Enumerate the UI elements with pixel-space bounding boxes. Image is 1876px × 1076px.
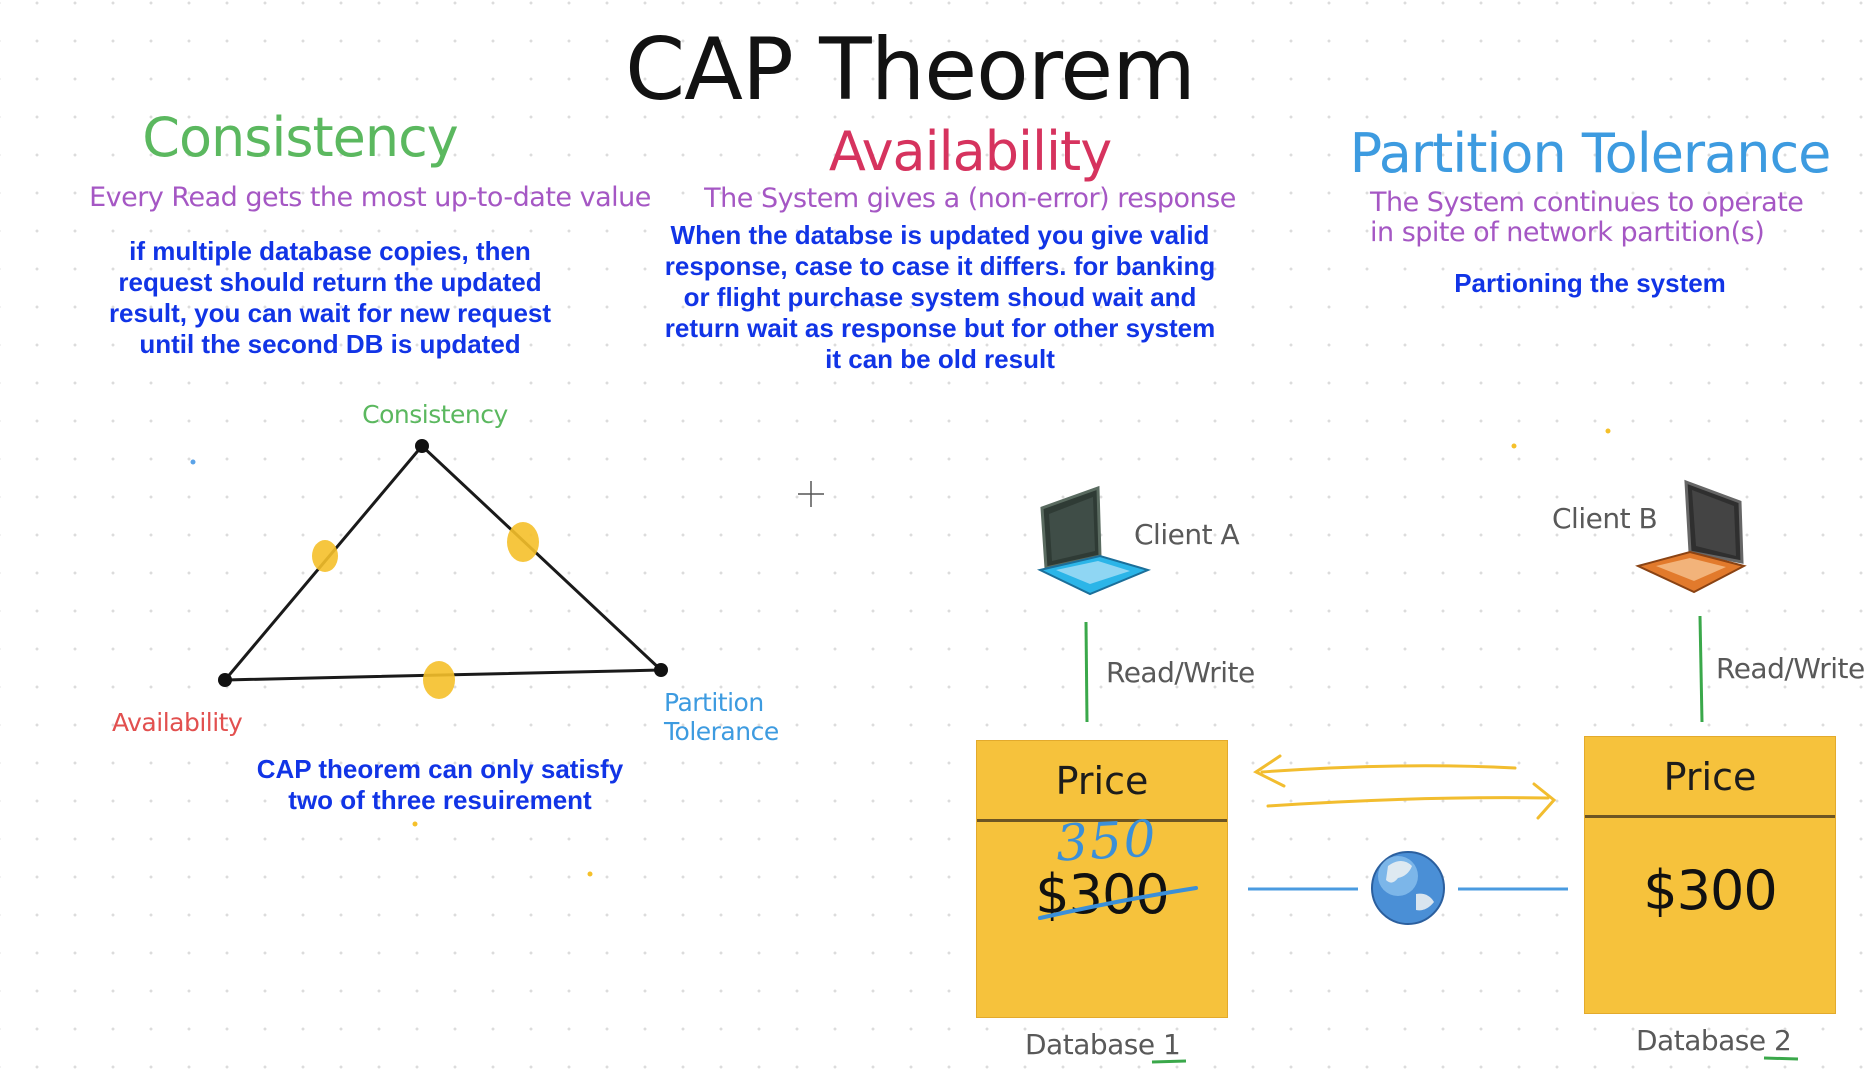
triangle-label-partition-line-2: Tolerance bbox=[664, 717, 779, 746]
highlight-dot-cp bbox=[507, 522, 539, 562]
database-2-price-header: Price bbox=[1585, 737, 1835, 818]
client-b-laptop-icon bbox=[1635, 479, 1747, 594]
read-write-label-a: Read/Write bbox=[1106, 656, 1255, 689]
sync-arrows bbox=[1253, 754, 1557, 820]
client-a-laptop-icon bbox=[1037, 485, 1152, 596]
database-2-price-value: $300 bbox=[1643, 859, 1777, 922]
database-1-label: Database 1 bbox=[1025, 1028, 1181, 1061]
availability-note: When the databse is updated you give val… bbox=[664, 220, 1216, 374]
db2-underline bbox=[1763, 1056, 1799, 1061]
triangle-note: CAP theorem can only satisfy two of thre… bbox=[220, 754, 660, 816]
database-1-price-value: $300 bbox=[1035, 863, 1169, 926]
availability-subtitle: The System gives a (non-error) response bbox=[704, 183, 1236, 214]
crosshair-icon bbox=[798, 481, 824, 507]
page-title: CAP Theorem bbox=[625, 20, 1196, 120]
read-write-line-b bbox=[1698, 615, 1704, 723]
consistency-heading: Consistency bbox=[142, 106, 459, 169]
availability-heading: Availability bbox=[828, 120, 1112, 183]
triangle-label-consistency: Consistency bbox=[362, 400, 508, 429]
stray-dot bbox=[190, 459, 196, 465]
cap-triangle bbox=[218, 439, 668, 699]
highlight-dot-ap bbox=[423, 661, 455, 699]
triangle-label-availability: Availability bbox=[112, 708, 243, 737]
highlight-dot-ca bbox=[312, 540, 338, 572]
triangle-outline bbox=[221, 443, 665, 682]
globe-icon bbox=[1371, 851, 1445, 925]
read-write-label-b: Read/Write bbox=[1716, 652, 1865, 685]
client-a-label: Client A bbox=[1134, 518, 1240, 551]
triangle-note-line-1: CAP theorem can only satisfy bbox=[256, 754, 624, 784]
read-write-line-a bbox=[1084, 621, 1089, 723]
stray-dot bbox=[587, 871, 593, 877]
consistency-note: if multiple database copies, then reques… bbox=[108, 236, 552, 359]
partition-subtitle-line-1: The System continues to operate bbox=[1370, 187, 1804, 218]
vertex-partition-dot bbox=[654, 663, 668, 677]
stray-dot bbox=[1511, 443, 1517, 449]
triangle-label-partition-line-1: Partition bbox=[664, 688, 764, 717]
stray-dot bbox=[412, 821, 418, 827]
db1-underline bbox=[1151, 1059, 1187, 1064]
triangle-note-line-2: two of three resuirement bbox=[288, 785, 592, 815]
vertex-consistency-dot bbox=[415, 439, 429, 453]
consistency-subtitle: Every Read gets the most up-to-date valu… bbox=[89, 182, 651, 213]
database-2-box: Price $300 bbox=[1584, 736, 1836, 1014]
client-b-label: Client B bbox=[1552, 502, 1658, 535]
partition-tolerance-heading: Partition Tolerance bbox=[1349, 122, 1832, 185]
triangle-label-partition-tolerance: Partition Tolerance bbox=[664, 688, 779, 746]
database-1-price-header: Price bbox=[977, 741, 1227, 822]
database-1-box: Price $300 bbox=[976, 740, 1228, 1018]
stray-dot bbox=[1605, 428, 1611, 434]
vertex-availability-dot bbox=[218, 673, 232, 687]
database-1-handwritten-value: 350 bbox=[1054, 809, 1159, 873]
partition-note: Partioning the system bbox=[1454, 268, 1726, 298]
database-2-label: Database 2 bbox=[1636, 1024, 1792, 1057]
partition-tolerance-subtitle: The System continues to operate in spite… bbox=[1370, 188, 1850, 248]
partition-subtitle-line-2: in spite of network partition(s) bbox=[1370, 217, 1765, 248]
